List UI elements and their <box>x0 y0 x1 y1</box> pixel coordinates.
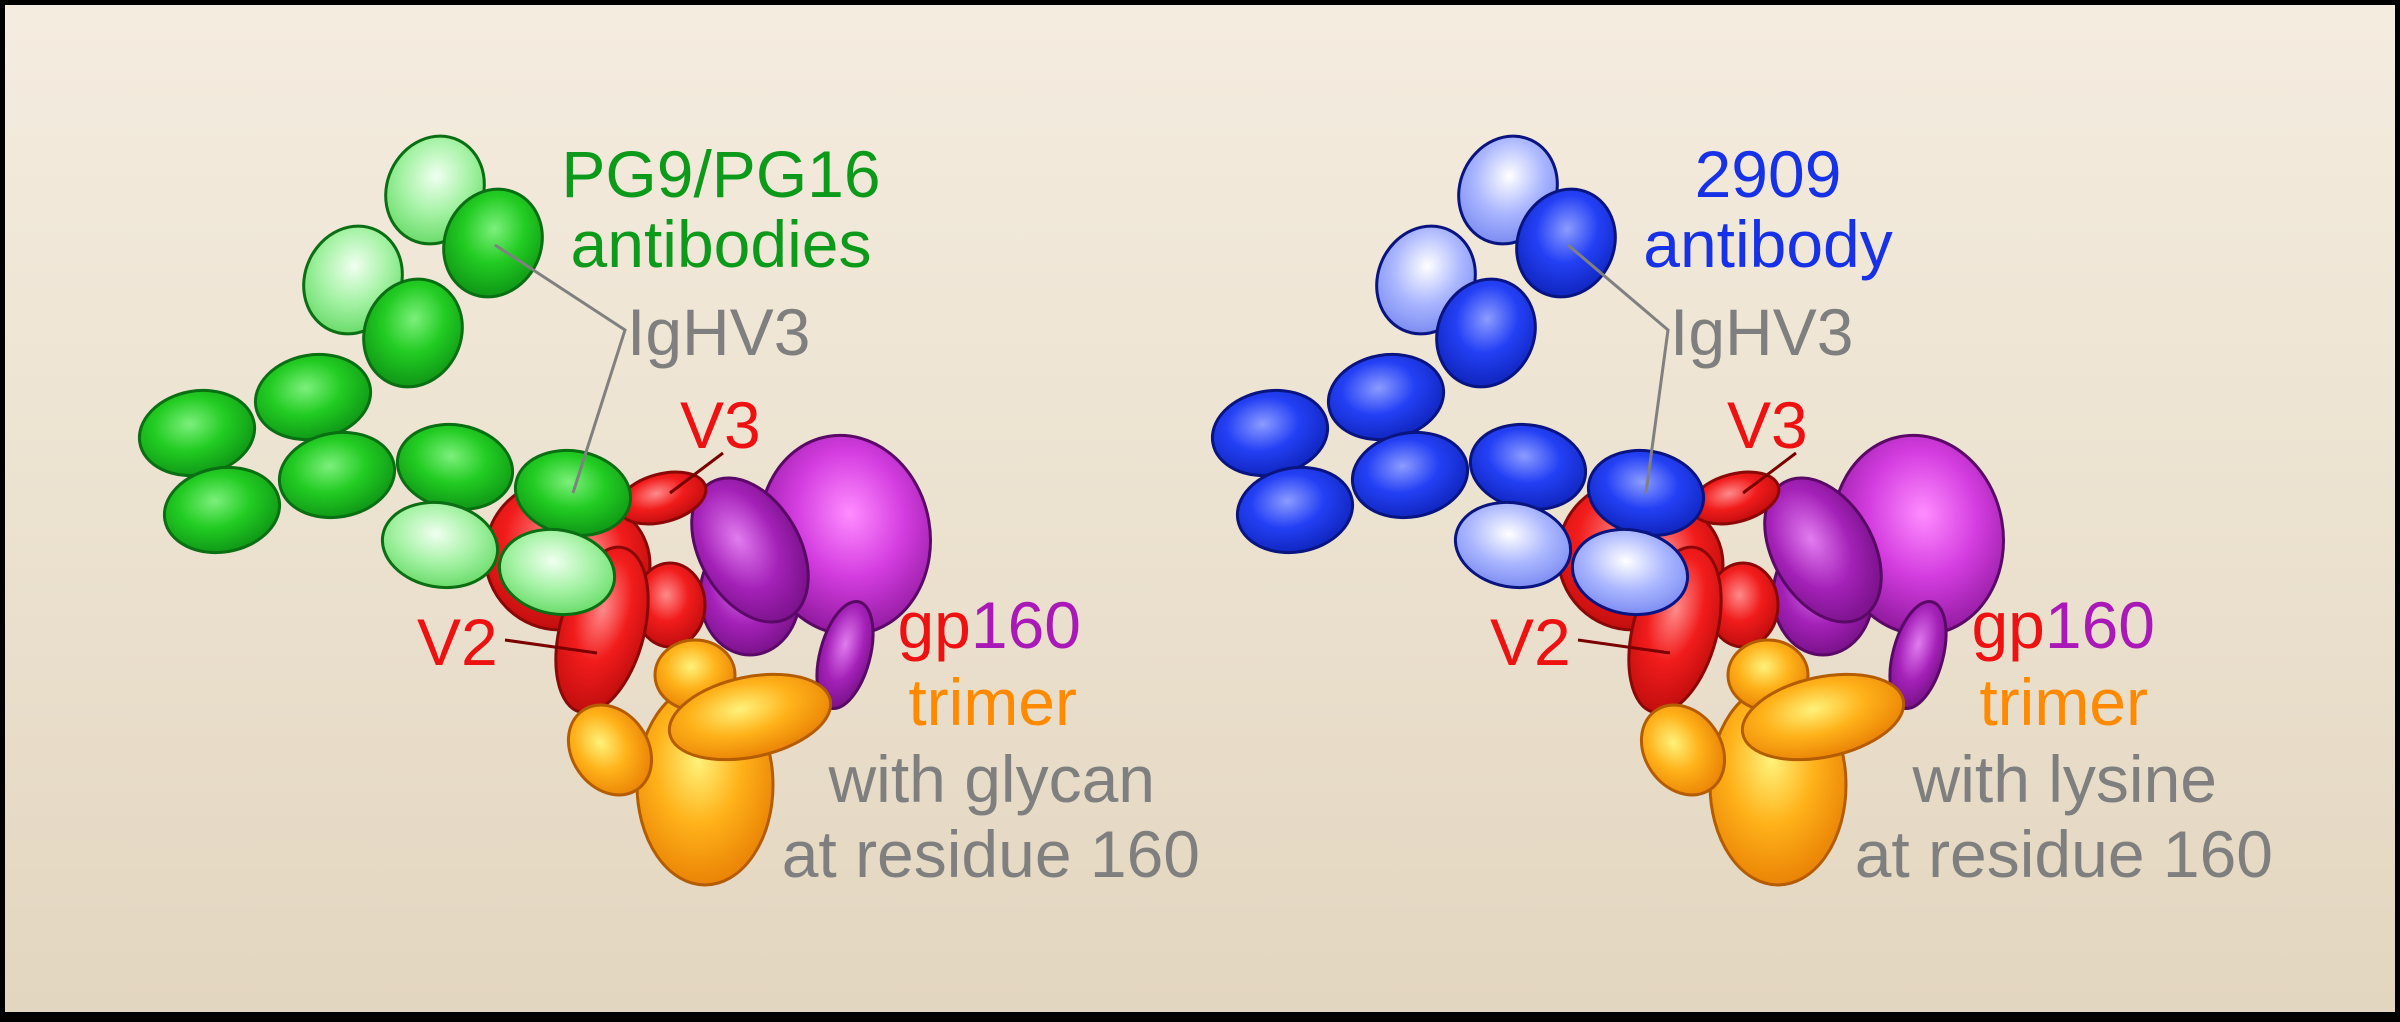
leader-lines-left <box>494 243 724 655</box>
residue-line1: with lysine <box>1912 742 2217 816</box>
antibody-domain <box>1350 430 1470 520</box>
antibody-domain <box>162 465 282 555</box>
antibody-label-line2: antibody <box>1643 207 1893 281</box>
gp160-label: gp160 <box>897 588 1081 662</box>
left-panel: PG9/PG16 antibodies IgHV3 V3 V2 gp160 tr… <box>137 134 1200 891</box>
gp-number: 160 <box>971 588 1081 662</box>
antibody-domain <box>1468 422 1588 512</box>
ighv3-label: IgHV3 <box>1670 295 1853 369</box>
right-panel: 2909 antibody IgHV3 V3 V2 gp160 trimer w… <box>1210 134 2273 891</box>
antibody-domain <box>1453 500 1573 590</box>
antibody-domain <box>1435 277 1537 389</box>
antibody-domain <box>1570 527 1690 617</box>
v2-label: V2 <box>417 605 498 679</box>
pg9-antibody-structure <box>137 134 633 617</box>
diagram-canvas: PG9/PG16 antibodies IgHV3 V3 V2 gp160 tr… <box>137 134 2273 891</box>
v3-label: V3 <box>680 388 761 462</box>
gp-prefix: gp <box>897 588 970 662</box>
residue-line2: at residue 160 <box>782 817 1200 891</box>
residue-line2: at residue 160 <box>1855 817 2273 891</box>
trimer-label: trimer <box>1979 665 2148 739</box>
antibody-domain <box>1515 187 1617 299</box>
antibody-domain <box>380 500 500 590</box>
gp160-label: gp160 <box>1971 588 2155 662</box>
antibody-domain <box>442 187 544 299</box>
trimer-label: trimer <box>908 665 1077 739</box>
gp-prefix: gp <box>1971 588 2044 662</box>
2909-antibody-structure <box>1210 134 1706 617</box>
antibody-label-line1: PG9/PG16 <box>561 137 880 211</box>
antibody-domain <box>395 422 515 512</box>
antibody-domain <box>362 277 464 389</box>
v2-label: V2 <box>1490 605 1571 679</box>
antibody-domain <box>497 527 617 617</box>
antibody-label-line2: antibodies <box>571 207 872 281</box>
antibody-label-line1: 2909 <box>1695 137 1842 211</box>
leader-lines-right <box>1567 243 1797 655</box>
antibody-domain <box>277 430 397 520</box>
gp-number: 160 <box>2045 588 2155 662</box>
v3-label: V3 <box>1727 388 1808 462</box>
ighv3-label: IgHV3 <box>627 295 810 369</box>
residue-line1: with glycan <box>828 742 1156 816</box>
antibody-domain <box>1235 465 1355 555</box>
